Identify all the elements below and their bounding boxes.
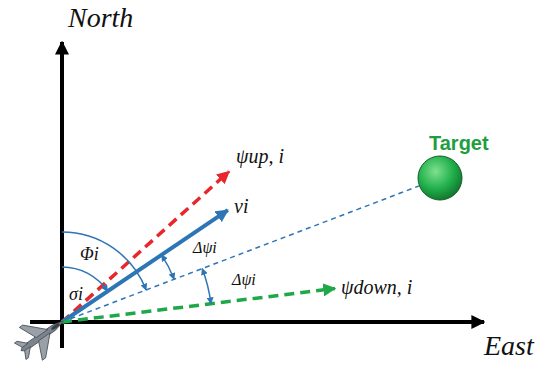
aircraft-icon xyxy=(9,304,75,367)
axis-label: North xyxy=(68,2,133,34)
angle-label: Φi xyxy=(80,243,99,265)
vector-label: vi xyxy=(234,194,248,218)
target-circle: Target xyxy=(417,131,489,201)
phi-angle-arc xyxy=(62,232,146,290)
angle-label: Δψi xyxy=(193,238,217,258)
line-of-sight xyxy=(62,186,419,322)
angle-label: σi xyxy=(69,283,83,305)
target-shape xyxy=(417,155,463,201)
vector-label: ψdown, i xyxy=(341,275,412,299)
velocity-vector xyxy=(62,210,228,322)
delta-psi-arc xyxy=(162,255,175,279)
psi-up-vector xyxy=(62,172,229,323)
target-label: Target xyxy=(429,131,489,155)
east-axis xyxy=(30,320,484,324)
vector-label: ψup, i xyxy=(236,144,284,168)
delta-psi-arc xyxy=(202,269,211,304)
north-axis xyxy=(60,42,64,348)
axis-label: East xyxy=(484,330,534,362)
sigma-angle-arc xyxy=(62,267,108,291)
psi-down-vector xyxy=(62,289,335,323)
angle-label: Δψi xyxy=(232,270,256,290)
